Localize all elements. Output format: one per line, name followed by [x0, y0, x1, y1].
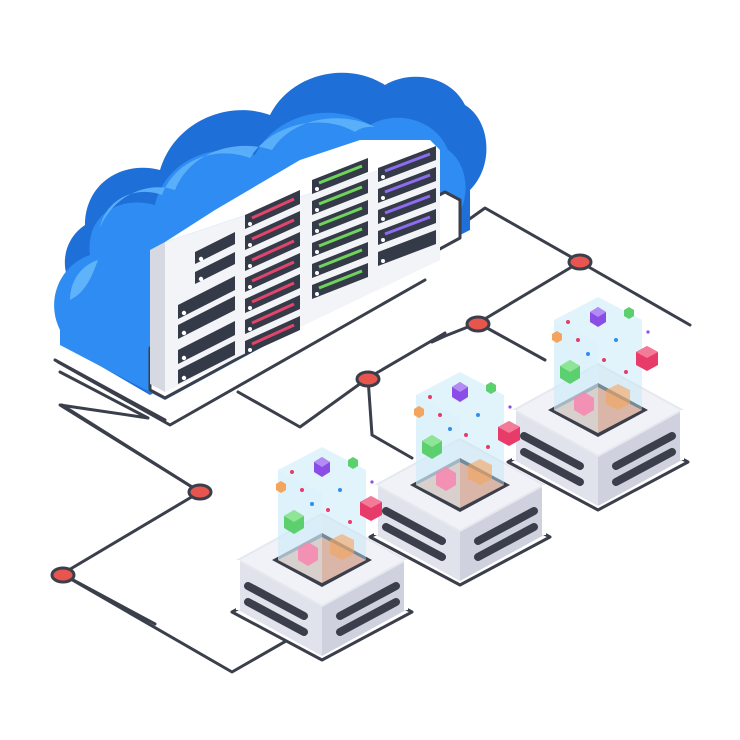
- server-unit: [195, 252, 235, 284]
- server-rack-top: [165, 140, 440, 242]
- connection-node-icon: [567, 253, 593, 271]
- server-unit: [245, 253, 300, 292]
- server-column-4: [378, 146, 436, 266]
- connection-line-bottom-loop: [60, 572, 302, 674]
- server-unit: [312, 200, 368, 236]
- server-column-2: [245, 190, 300, 355]
- server-unit: [312, 179, 368, 215]
- server-unit: [378, 146, 436, 182]
- connection-nodes: [50, 253, 593, 584]
- server-unit: [312, 158, 368, 194]
- cloud-highlight: [70, 260, 98, 300]
- server-unit: [378, 209, 436, 245]
- server-unit: [178, 321, 235, 364]
- server-unit: [378, 167, 436, 203]
- server-unit: [195, 232, 235, 264]
- server-unit: [245, 295, 300, 334]
- connection-line-middle: [236, 331, 447, 429]
- server-unit: [245, 274, 300, 313]
- server-column-1: [178, 232, 235, 384]
- server-unit: [245, 232, 300, 271]
- server-unit: [312, 242, 368, 278]
- connection-line-cloud-base: [56, 278, 427, 427]
- data-storage-box-icon: [508, 297, 688, 510]
- server-unit: [178, 276, 235, 319]
- server-column-3: [312, 158, 368, 299]
- connection-node-icon: [355, 370, 381, 388]
- server-unit: [245, 316, 300, 355]
- connection-line-left-branch: [60, 403, 202, 626]
- connection-node-icon: [50, 566, 76, 584]
- server-unit: [378, 230, 436, 266]
- connection-node-icon: [465, 315, 491, 333]
- server-unit: [378, 188, 436, 224]
- connection-lines: [53, 206, 692, 674]
- server-unit: [245, 190, 300, 229]
- server-unit: [312, 221, 368, 257]
- server-unit: [245, 211, 300, 250]
- server-rack-side: [150, 242, 165, 392]
- connection-line-box-right: [578, 260, 692, 327]
- server-unit: [178, 341, 235, 384]
- server-unit: [178, 296, 235, 339]
- server-unit: [312, 263, 368, 299]
- server-rack-icon: [150, 140, 440, 392]
- connection-node-icon: [187, 483, 213, 501]
- connection-line-middle-right: [366, 376, 414, 460]
